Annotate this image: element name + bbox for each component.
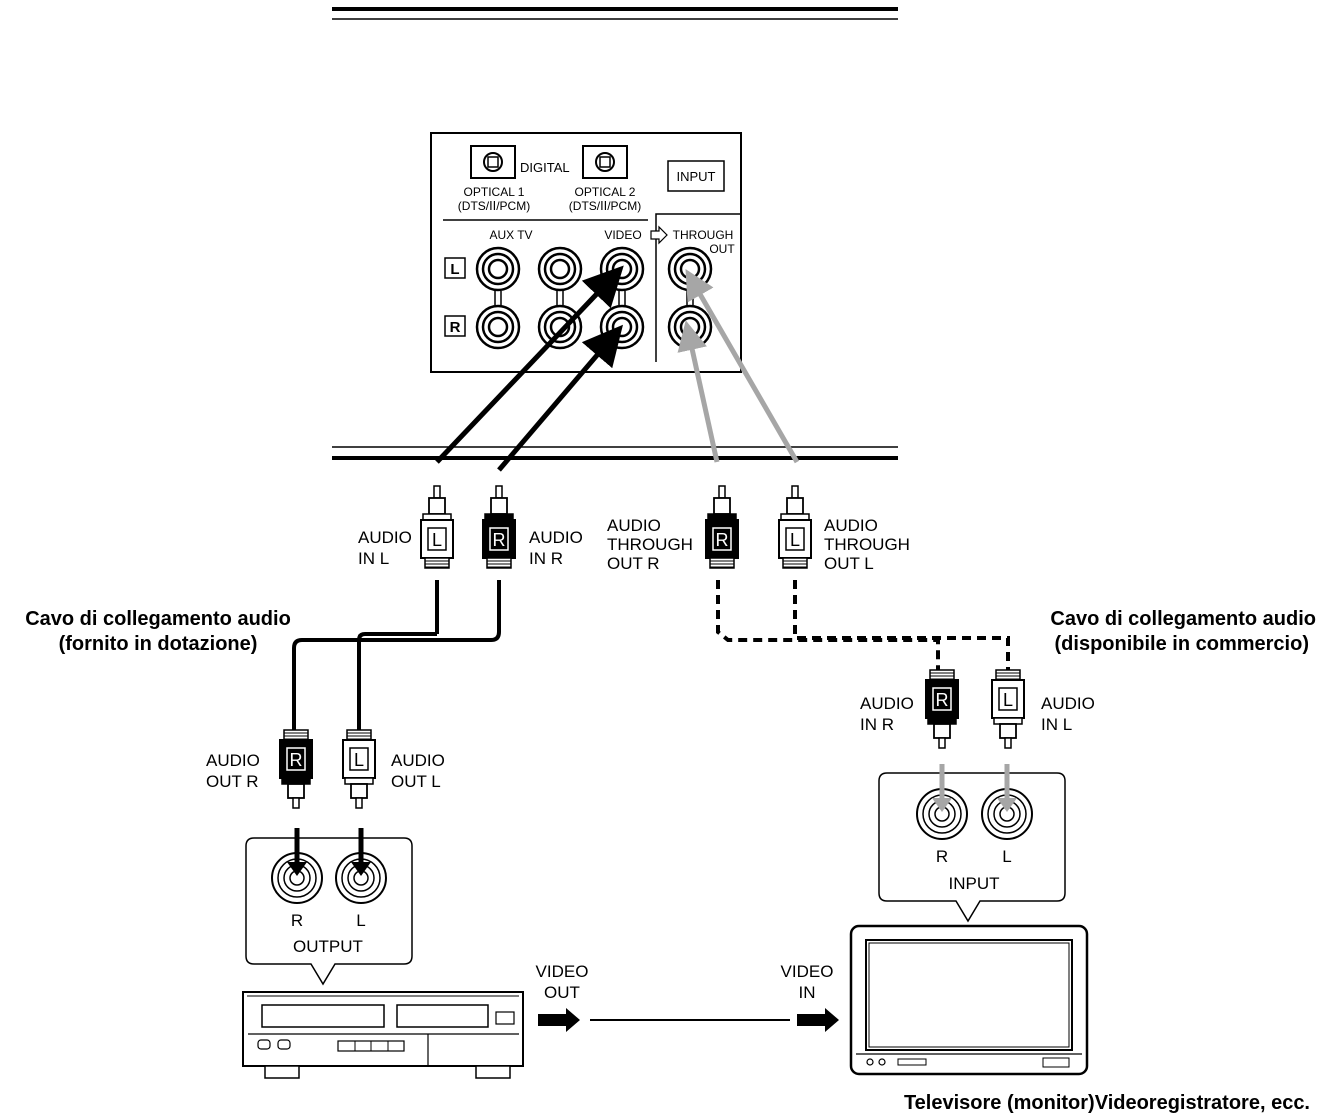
plug-tv-audio-in-r-letter: R [936,690,949,710]
row-l-marker: L [450,261,459,278]
tv-input-label: INPUT [949,874,1000,893]
device-caption: Televisore (monitor)Videoregistratore, e… [904,1092,1310,1114]
commercial-audio-cable [716,580,1010,670]
supplied-audio-cable [292,580,501,730]
unit-edge-rule [332,446,898,460]
plug-audio-out-r-letter: R [290,750,303,770]
video-in-arrow-icon [797,1008,839,1032]
vcr-output-callout: R L OUTPUT [245,828,413,986]
tv-plug-labels: AUDIO IN R AUDIO IN L [860,694,1095,734]
audio-out-l-label-2: OUT L [391,772,441,791]
audio-in-l-label: AUDIO [358,528,412,547]
lower-plugs: R L R L [279,669,1025,809]
optical-1-format: (DTS/ⅠⅠ/PCM) [458,199,530,213]
tv-input-jacks [916,764,1033,840]
vcr-jack-l-label: L [356,911,365,930]
tv-audio-in-r-label: AUDIO [860,694,914,713]
through-out-label: OUT [709,242,735,256]
audio-out-r-label-2: OUT R [206,772,259,791]
through-out-l-label-2: THROUGH [824,535,910,554]
cables-to-panel [435,265,800,472]
through-out-r-label-2: THROUGH [607,535,693,554]
tv-audio-in-l-label: AUDIO [1041,694,1095,713]
video-in-label-2: IN [799,983,816,1002]
arrow-right-icon [650,225,668,245]
row-r-marker: R [450,319,461,336]
video-out-label: VIDEO [536,962,589,981]
tv-device-icon [849,924,1089,1076]
vcr-output-jacks [271,828,387,904]
vcr-plug-labels: AUDIO OUT R AUDIO OUT L [206,751,445,791]
tv-r-jack-icon [537,304,583,350]
tv-r-jack-icon [916,764,968,840]
tv-jack-l-label: L [1002,847,1011,866]
aux-l-jack-icon [475,246,521,292]
through-out-l-label: AUDIO [824,516,878,535]
video-out-arrow-icon [538,1008,580,1032]
plug-audio-in-r-letter: R [493,530,506,550]
plug-through-out-l: L [778,485,812,569]
through-out-r-label-3: OUT R [607,554,660,573]
top-plug-labels: AUDIO IN L AUDIO IN R AUDIO THROUGH OUT … [358,516,910,573]
vcr-l-jack-icon [335,828,387,904]
vcr-jack-r-label: R [291,911,303,930]
supplied-cable-caption: Cavo di collegamento audio [25,608,291,630]
vcr-r-jack-icon [271,828,323,904]
through-out-r-label: AUDIO [607,516,661,535]
audio-out-l-label: AUDIO [391,751,445,770]
optical-1-jack-icon [470,145,516,179]
plug-through-out-l-letter: L [790,530,800,550]
plug-through-out-r-letter: R [716,530,729,550]
tv-jack-r-label: R [936,847,948,866]
audio-in-l-label-2: IN L [358,549,389,568]
optical-1-label: OPTICAL 1 [464,185,525,199]
top-rule [332,7,898,20]
commercial-cable-caption-2: (disponibile in commercio) [1055,633,1309,655]
tv-audio-in-r-label-2: IN R [860,715,894,734]
plug-audio-out-l: L [342,729,376,809]
plug-tv-audio-in-l-letter: L [1003,690,1013,710]
plug-tv-audio-in-r: R [925,669,959,749]
through-out-l-label-3: OUT L [824,554,874,573]
commercial-cable-caption: Cavo di collegamento audio [1050,608,1316,630]
tv-audio-in-l-label-2: IN L [1041,715,1072,734]
plug-tv-audio-in-l: L [991,669,1025,749]
supplied-cable-caption-2: (fornito in dotazione) [59,633,258,655]
video-in-label: VIDEO [781,962,834,981]
optical-2-jack-icon [582,145,628,179]
output-label: OUTPUT [293,937,363,956]
receiver-rear-panel: DIGITAL OPTICAL 1 (DTS/ⅠⅠ/PCM) OPTICAL 2… [430,132,742,373]
input-box-label: INPUT [677,169,716,184]
audio-out-r-label: AUDIO [206,751,260,770]
optical-2-format: (DTS/ⅠⅠ/PCM) [569,199,641,213]
through-label: THROUGH [673,228,734,242]
plug-audio-in-r: R [482,485,516,569]
video-connection: VIDEO OUT VIDEO IN [536,962,839,1032]
tv-l-jack-icon [537,246,583,292]
tv-input-callout: R L INPUT [878,764,1066,923]
plug-audio-out-r: R [279,729,313,809]
tv-l-jack-icon [981,764,1033,840]
optical-2-label: OPTICAL 2 [575,185,636,199]
plug-audio-in-l-letter: L [432,530,442,550]
plug-audio-in-l: L [420,485,454,569]
audio-in-r-label: AUDIO [529,528,583,547]
digital-label: DIGITAL [520,160,570,175]
audio-in-r-label-2: IN R [529,549,563,568]
aux-r-jack-icon [475,304,521,350]
through-l-jack-icon [667,246,713,292]
video-out-label-2: OUT [544,983,580,1002]
video-label: VIDEO [604,228,641,242]
vcr-device-icon [242,991,524,1079]
plug-through-out-r: R [705,485,739,569]
aux-tv-label: AUX TV [489,228,532,242]
plug-audio-out-l-letter: L [354,750,364,770]
